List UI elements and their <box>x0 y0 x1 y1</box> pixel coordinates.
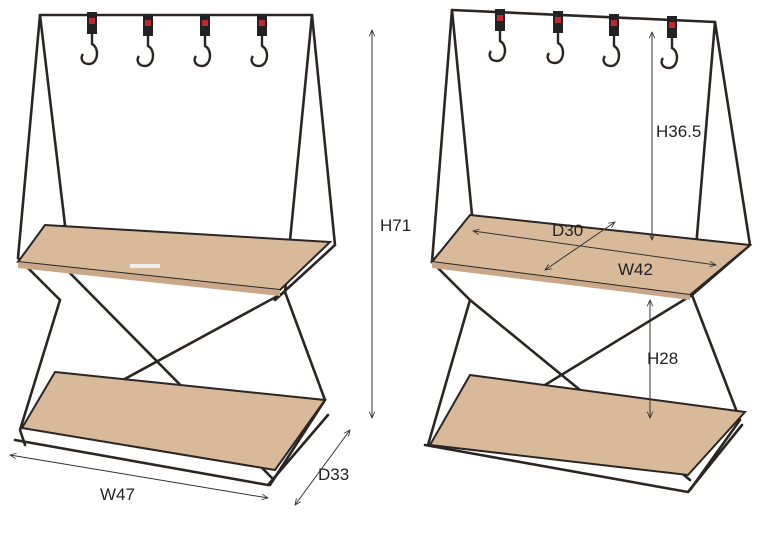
base-bar <box>686 423 744 494</box>
frame-leg <box>426 8 472 447</box>
width-arrow <box>10 455 268 498</box>
lower-shelf <box>428 373 748 477</box>
height-label: H71 <box>380 216 411 235</box>
upper-shelf-edge <box>18 262 280 296</box>
lower-shelf <box>20 370 327 472</box>
shelf-depth-label: D30 <box>552 221 583 240</box>
frame-leg <box>688 20 742 492</box>
base-bar <box>423 443 690 494</box>
upper-shelf-edge <box>432 262 690 300</box>
shelf-width-label: W42 <box>618 260 653 279</box>
depth-label: D33 <box>318 465 349 484</box>
left-dimensions: H71 W47 D33 <box>10 30 411 505</box>
brand-label <box>130 264 160 268</box>
right-dimensions: H36.5 D30 W42 H28 <box>473 32 716 418</box>
width-label: W47 <box>100 485 135 504</box>
frame-leg <box>16 13 62 447</box>
left-rack <box>13 12 337 487</box>
upper-height-label: H36.5 <box>656 122 701 141</box>
hooks <box>80 12 269 68</box>
shelf-width-arrow <box>473 231 716 265</box>
lower-height-label: H28 <box>647 349 678 368</box>
right-rack <box>423 8 753 494</box>
depth-arrow <box>295 430 350 505</box>
frame-leg <box>273 13 337 302</box>
hooks <box>488 9 679 70</box>
